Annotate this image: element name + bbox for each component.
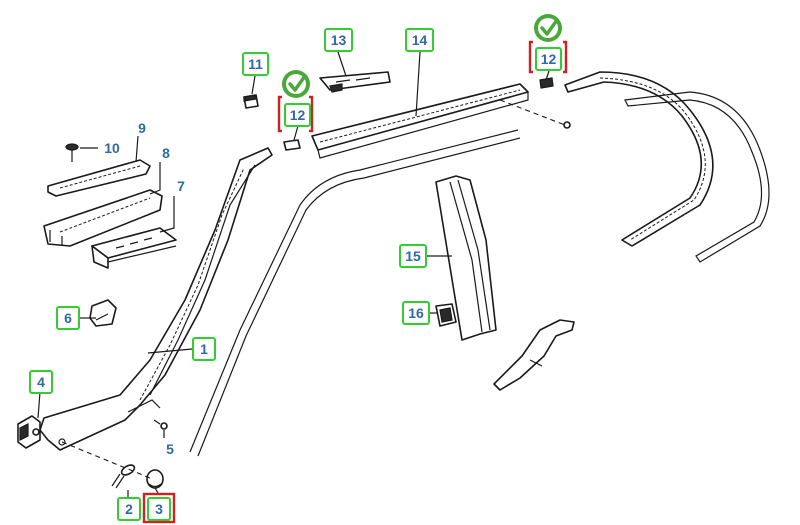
part-screw	[111, 464, 136, 489]
callout-2: 2	[117, 497, 141, 521]
svg-text:9: 9	[138, 120, 146, 136]
callout-14: 14	[405, 28, 434, 52]
callout-6: 6	[56, 306, 80, 330]
svg-text:8: 8	[162, 145, 170, 161]
callout-11: 11	[242, 52, 269, 76]
part-a-pillar-trim	[39, 147, 273, 451]
callout-1: 1	[192, 337, 216, 361]
part-handle	[493, 319, 575, 391]
callout-15: 15	[399, 244, 427, 268]
svg-text:14: 14	[412, 32, 428, 48]
svg-text:3: 3	[155, 501, 163, 517]
callout-16: 16	[402, 301, 430, 325]
part-plate-13	[319, 71, 391, 93]
assembly-line-1	[61, 441, 151, 479]
callout-8: 8	[162, 145, 170, 161]
part-block-6	[89, 299, 117, 327]
part-bracket-7	[91, 227, 177, 269]
svg-text:7: 7	[177, 178, 185, 194]
callout-13: 13	[324, 28, 353, 52]
svg-text:13: 13	[331, 32, 347, 48]
part-push-clip-10	[65, 143, 79, 162]
part-rail-screw	[563, 121, 571, 129]
svg-text:2: 2	[125, 501, 133, 517]
part-b-pillar-15	[435, 175, 497, 341]
part-roof-rail-14	[311, 83, 529, 159]
highlight-box-3	[142, 492, 176, 524]
svg-text:16: 16	[408, 305, 424, 321]
callout-5: 5	[166, 441, 174, 457]
assembly-line-14	[499, 99, 566, 126]
part-cover-cap	[146, 469, 164, 489]
part-door-seal	[189, 129, 521, 457]
part-clip-12-left	[283, 139, 301, 151]
svg-text:4: 4	[37, 374, 45, 390]
callout-3: 3	[147, 497, 171, 521]
svg-text:12: 12	[290, 107, 306, 123]
part-lower-trim-8	[43, 189, 163, 247]
part-rubber-16	[435, 303, 457, 327]
part-small-screw	[153, 419, 168, 430]
check-circle-icon	[282, 70, 310, 98]
highlight-bracket-12-right	[528, 40, 568, 74]
callout-12-left: 12	[284, 103, 311, 127]
callout-7: 7	[177, 178, 185, 194]
part-upper-trim-9	[47, 159, 151, 197]
svg-text:12: 12	[541, 51, 557, 67]
callout-12-right: 12	[535, 47, 562, 71]
check-circle-icon	[534, 14, 562, 42]
callout-4: 4	[29, 370, 53, 394]
svg-text:1: 1	[200, 341, 208, 357]
leader-lines	[37, 51, 550, 508]
svg-text:11: 11	[248, 56, 263, 72]
part-clip-12-right	[539, 77, 554, 89]
svg-text:10: 10	[104, 140, 120, 156]
svg-text:15: 15	[405, 248, 421, 264]
highlight-bracket-12-left	[277, 95, 314, 133]
part-fastener-11	[243, 94, 259, 109]
svg-text:6: 6	[64, 310, 72, 326]
part-roof-trim-right	[564, 71, 770, 263]
callout-9: 9	[138, 120, 146, 136]
part-clip-4	[17, 415, 41, 449]
callout-10: 10	[104, 140, 120, 156]
svg-text:5: 5	[166, 441, 174, 457]
